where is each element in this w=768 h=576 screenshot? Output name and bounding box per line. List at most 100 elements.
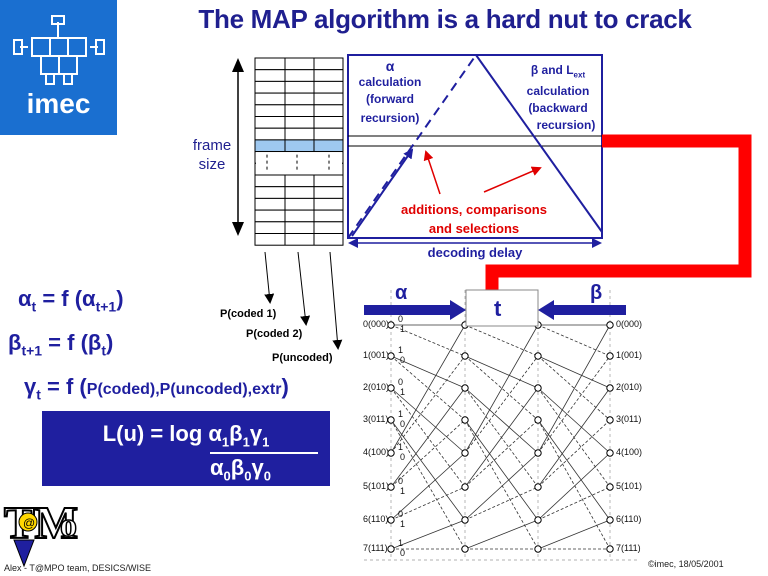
footer-copyright: ©imec, 18/05/2001 xyxy=(648,559,724,569)
memory-row xyxy=(254,221,344,235)
memory-row xyxy=(254,174,344,188)
lu-numerator-line: L(u) = log α1β1γ1 xyxy=(42,421,330,449)
input-arrows xyxy=(264,251,343,350)
alpha-arrow xyxy=(364,300,466,320)
state-label-right: 6(110) xyxy=(616,514,642,524)
trellis-branch xyxy=(464,387,539,454)
operations-line1: additions, comparisons xyxy=(401,202,547,217)
memory-row xyxy=(254,209,344,223)
trellis-node xyxy=(387,545,395,553)
trellis-branch xyxy=(464,355,539,421)
trellis-node xyxy=(387,449,395,457)
trellis-branch xyxy=(464,355,539,454)
memory-row xyxy=(254,186,344,199)
alpha-eq-sym: α xyxy=(18,286,32,311)
beta-arrow xyxy=(538,300,626,320)
trellis-node xyxy=(461,416,469,424)
operations-line2: and selections xyxy=(428,221,520,236)
alpha-compute-line xyxy=(351,148,414,237)
trellis-branch xyxy=(537,387,611,454)
memory-row xyxy=(254,104,344,118)
trellis-branch xyxy=(464,486,539,521)
branch-bit-label: 1 xyxy=(400,519,406,529)
trellis-node xyxy=(461,545,469,553)
trellis-node xyxy=(534,384,542,392)
trellis-node xyxy=(606,449,614,457)
frame-size-label: frame size xyxy=(182,136,242,174)
timing-diagram xyxy=(347,54,603,248)
memory-row xyxy=(254,57,344,71)
beta-calc-label: β and Lext calculation (backward recursi… xyxy=(510,62,606,134)
trellis-branch xyxy=(464,519,539,550)
trellis-branch xyxy=(390,324,466,357)
lu-num-sym: γ xyxy=(249,421,263,446)
beta-label-prefix: β and L xyxy=(530,63,574,77)
memory-row xyxy=(254,139,344,153)
trellis-node xyxy=(606,545,614,553)
trellis-node xyxy=(461,384,469,392)
trellis-alpha-label: α xyxy=(395,282,408,304)
alpha-calc-line2: (forward xyxy=(366,92,414,106)
decoding-delay-label: decoding delay xyxy=(427,245,523,260)
state-label-left: 4(100) xyxy=(363,447,390,457)
alpha-eq-sub: t xyxy=(31,298,37,315)
lu-num-sub: 1 xyxy=(262,434,270,450)
state-label-left: 3(011) xyxy=(363,414,389,424)
state-label-right: 0(000) xyxy=(616,319,643,329)
branch-bit-label: 1 xyxy=(398,409,404,419)
alpha-recursion-line xyxy=(347,54,477,239)
lu-den-sub: 0 xyxy=(244,468,252,484)
memory-row xyxy=(254,127,344,141)
branch-bit-label: 0 xyxy=(398,314,404,324)
trellis-branch xyxy=(390,387,466,454)
frame-label-line1: frame xyxy=(192,137,232,154)
trellis-branch xyxy=(390,419,466,488)
trellis-branch xyxy=(390,419,466,521)
beta-calc-line2: (backward xyxy=(528,101,588,116)
trellis-branch xyxy=(537,324,611,357)
trellis-branch xyxy=(464,419,539,488)
trellis-node xyxy=(534,449,542,457)
lu-fraction-bar xyxy=(210,452,318,454)
branch-bit-label: 1 xyxy=(400,387,406,397)
state-label-left: 2(010) xyxy=(363,382,390,392)
branch-bit-label: 0 xyxy=(398,377,404,387)
alpha-eq-close: ) xyxy=(116,286,124,311)
alpha-eq-arg-sub: t+1 xyxy=(95,298,117,315)
beta-recursion-line xyxy=(475,54,603,233)
branch-bit-label: 0 xyxy=(400,452,406,462)
memory-row xyxy=(254,92,344,106)
beta-eq-arg: β xyxy=(87,330,102,355)
trellis-node xyxy=(387,516,395,524)
trellis-branch xyxy=(464,355,539,389)
imec-logo: imec xyxy=(0,0,117,135)
trellis-branch xyxy=(537,355,611,454)
trellis-node xyxy=(534,352,542,360)
memory-gap xyxy=(256,152,342,175)
memory-row xyxy=(254,80,344,94)
state-label-right: 5(101) xyxy=(616,481,643,491)
tempo-logo: TM @ o xyxy=(3,496,79,568)
trellis-branch xyxy=(537,486,611,521)
branch-bit-label: 1 xyxy=(398,538,404,548)
trellis-branch xyxy=(537,419,611,550)
state-label-right: 4(100) xyxy=(616,447,643,457)
beta-equation: βt+1 = f (βt) xyxy=(8,330,113,358)
trellis-beta-label: β xyxy=(590,282,603,304)
t-box xyxy=(465,289,539,327)
lu-den-sub: 0 xyxy=(223,468,231,484)
trellis-node xyxy=(534,483,542,491)
trellis-branch xyxy=(390,355,466,389)
gamma-eq-args: P(coded),P(uncoded),extr xyxy=(86,381,282,398)
trellis-branch xyxy=(537,419,611,521)
trellis-node xyxy=(461,352,469,360)
branch-bit-label: 1 xyxy=(400,486,406,496)
trellis-branch xyxy=(464,419,539,521)
red-connector xyxy=(485,134,752,290)
branch-bit-label: 0 xyxy=(398,476,404,486)
beta-label-sub: ext xyxy=(573,70,586,80)
state-label-right: 2(010) xyxy=(616,382,643,392)
gamma-eq-sub: t xyxy=(36,386,41,403)
trellis-branch xyxy=(537,355,611,389)
